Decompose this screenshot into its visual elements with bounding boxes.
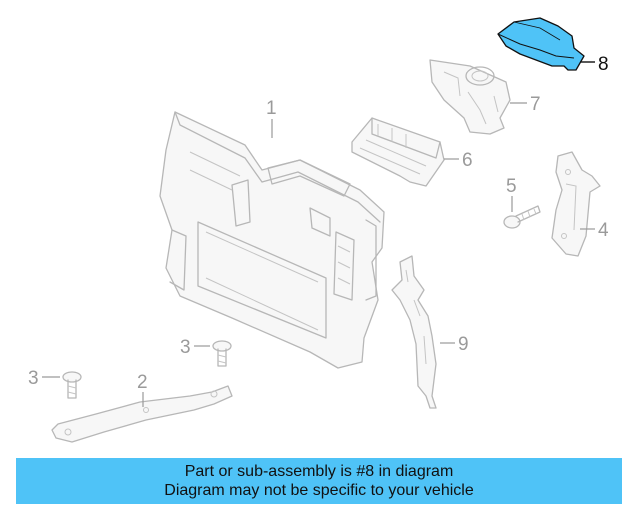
callout-9[interactable]: 9 (440, 334, 469, 355)
callout-1[interactable]: 1 (266, 98, 277, 138)
part-9-bracket (391, 255, 437, 409)
callout-2[interactable]: 2 (137, 372, 148, 407)
callout-3-right[interactable]: 3 (180, 337, 210, 358)
svg-text:6: 6 (462, 150, 473, 171)
part-5-bolt (503, 205, 541, 229)
callout-5[interactable]: 5 (506, 176, 517, 212)
part-2-lower-strip (51, 385, 233, 443)
svg-text:3: 3 (28, 368, 39, 389)
svg-text:7: 7 (530, 94, 541, 115)
callout-7[interactable]: 7 (510, 94, 541, 115)
callout-4[interactable]: 4 (580, 220, 609, 241)
banner-line-part-number: Part or sub-assembly is #8 in diagram (184, 463, 454, 480)
svg-text:1: 1 (266, 98, 277, 119)
callout-8[interactable]: 8 (580, 54, 609, 75)
info-banner: Part or sub-assembly is #8 in diagram Di… (16, 458, 622, 504)
svg-text:5: 5 (506, 176, 517, 197)
part-3-bolt-right (212, 340, 232, 367)
part-4-bracket (551, 151, 601, 257)
part-8-shape (497, 17, 585, 71)
part-6-air-duct (351, 117, 445, 187)
svg-text:8: 8 (598, 54, 609, 75)
callout-6[interactable]: 6 (444, 150, 473, 171)
part-3-bolt-left (62, 371, 82, 399)
banner-line-disclaimer: Diagram may not be specific to your vehi… (164, 482, 474, 499)
svg-text:4: 4 (598, 220, 609, 241)
svg-text:3: 3 (180, 337, 191, 358)
part-7-air-guide (429, 59, 511, 135)
part-8-highlighted-cover (497, 17, 585, 71)
callout-3-left[interactable]: 3 (28, 368, 60, 389)
svg-text:2: 2 (137, 372, 148, 393)
part-1-radiator-support (159, 111, 385, 369)
svg-text:9: 9 (458, 334, 469, 355)
